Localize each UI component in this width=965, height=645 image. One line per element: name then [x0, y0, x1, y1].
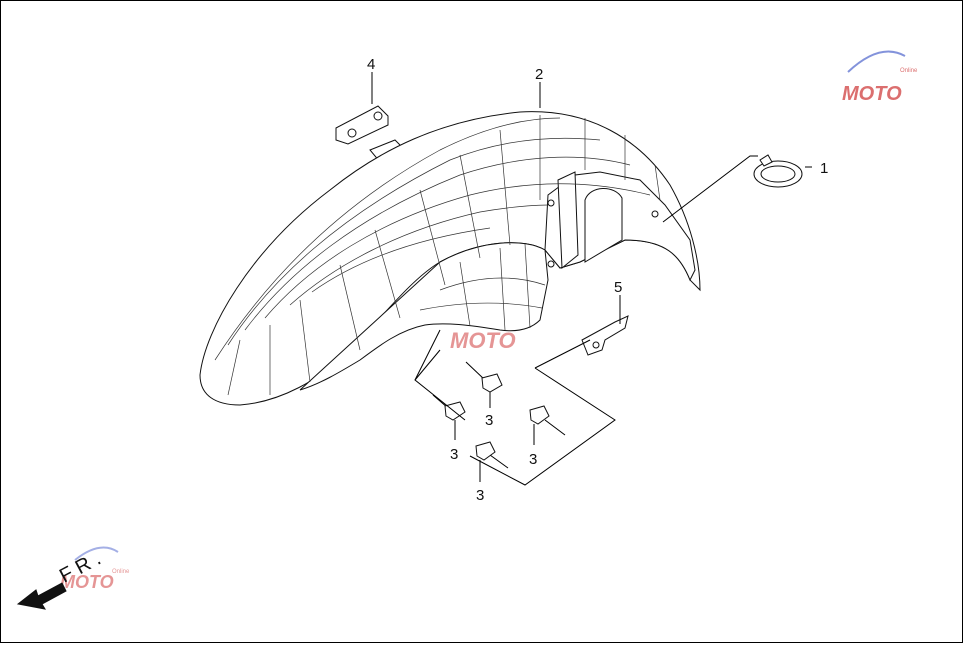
grommet-part-1	[662, 154, 812, 223]
bolt-3b	[432, 394, 466, 421]
leader-lines	[414, 82, 616, 486]
watermark-text-bl: MOTO	[60, 572, 114, 592]
callout-3c: 3	[529, 451, 537, 468]
watermark-subtext: Online	[900, 68, 918, 74]
watermark-bottom-left: MOTO Online	[60, 546, 130, 592]
callout-2: 2	[535, 66, 543, 83]
callout-3b: 3	[450, 446, 458, 463]
callout-5: 5	[614, 279, 622, 296]
watermark-text: MOTO	[842, 83, 902, 105]
watermark-text-center: MOTO	[450, 328, 516, 353]
callout-1: 1	[820, 160, 828, 177]
watermark-top-right: MOTO Online	[842, 50, 918, 105]
callout-3a: 3	[485, 412, 493, 429]
watermark-subtext-bl: Online	[112, 569, 130, 575]
bolt-3d	[475, 441, 509, 469]
callout-4: 4	[367, 56, 375, 73]
callout-3d: 3	[476, 487, 484, 504]
clip-part-5	[581, 295, 629, 356]
bracket-part-4	[335, 72, 389, 145]
front-arrow-icon	[16, 582, 67, 610]
front-fender	[199, 111, 701, 406]
bolt-3a	[465, 361, 503, 393]
bolt-3c	[529, 405, 566, 436]
